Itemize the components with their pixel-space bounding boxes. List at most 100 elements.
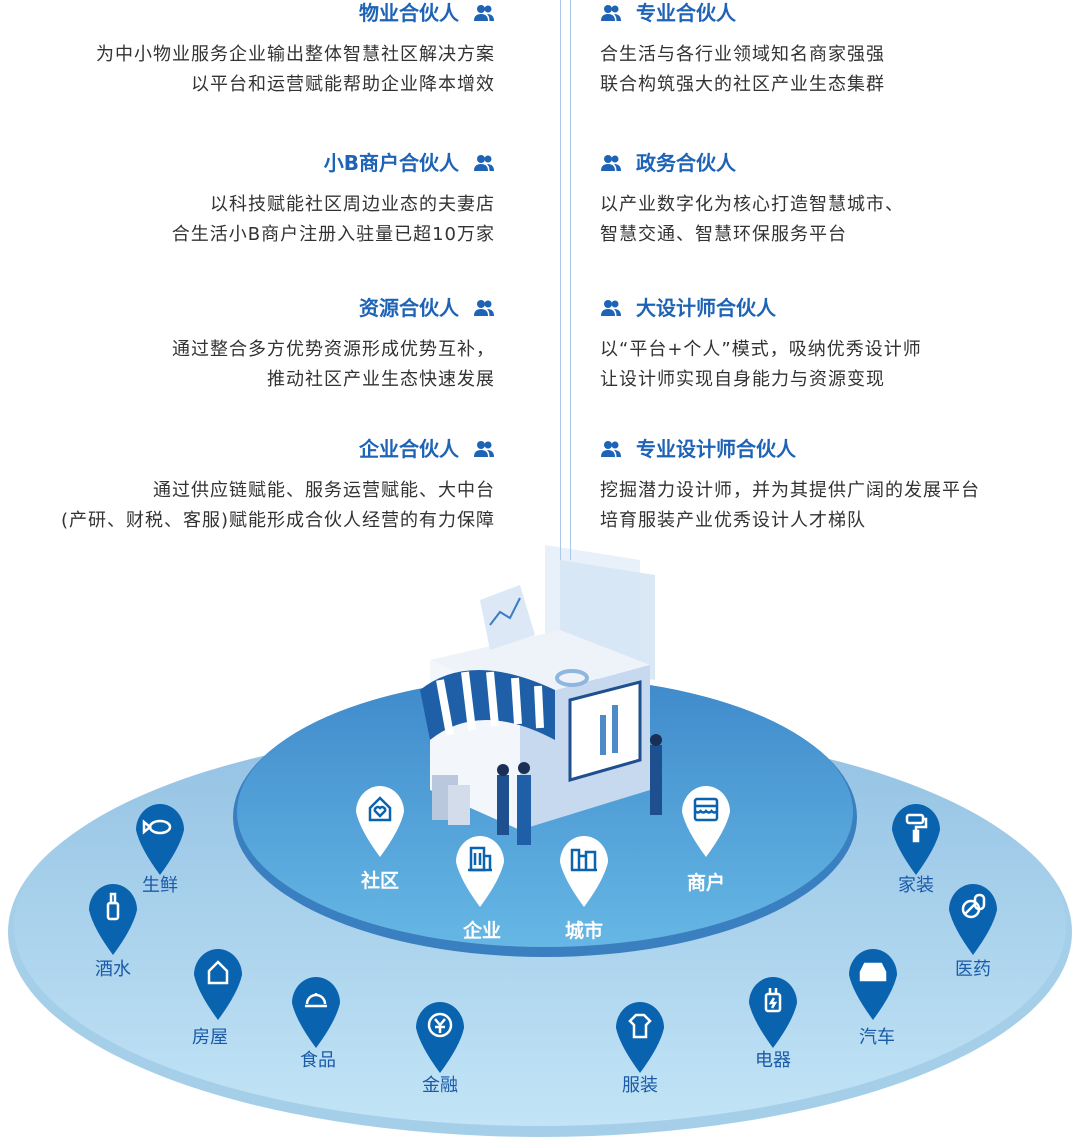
connector-line-right: [570, 0, 571, 560]
partners-icon: [474, 300, 494, 316]
partner-heading: 政务合伙人: [600, 150, 1080, 176]
city-icon-pin: [560, 836, 608, 907]
description-line: 为中小物业服务企业输出整体智慧社区解决方案: [96, 44, 495, 65]
partner-title: 专业设计师合伙人: [636, 437, 796, 461]
category-label: 生鲜: [142, 875, 178, 896]
description-line: 联合构筑强大的社区产业生态集群: [600, 74, 885, 95]
shirt-icon: [628, 1013, 652, 1039]
partner-heading: 企业合伙人: [0, 436, 495, 462]
category-label: 电器: [755, 1050, 791, 1071]
house-icon: [207, 960, 229, 985]
scene-label: 城市: [564, 920, 604, 942]
partners-icon: [601, 300, 621, 316]
partner-heading: 物业合伙人: [0, 0, 495, 26]
scene-label: 商户: [686, 872, 726, 894]
partner-heading: 专业合伙人: [600, 0, 1080, 26]
category-label: 服装: [622, 1075, 658, 1096]
pills-icon-pin: [949, 884, 997, 955]
partners-icon: [474, 441, 494, 457]
plug-icon-pin: [749, 977, 797, 1048]
description-line: 让设计师实现自身能力与资源变现: [600, 369, 885, 390]
description-line: 合生活小B商户注册入驻量已超10万家: [171, 224, 495, 245]
partner-block: 物业合伙人 为中小物业服务企业输出整体智慧社区解决方案以平台和运营赋能帮助企业降…: [0, 0, 495, 100]
building-icon-pin: [456, 836, 504, 907]
category-label: 家装: [898, 875, 934, 896]
food-cloche-icon-pin: [292, 977, 340, 1048]
partner-block: 专业合伙人 合生活与各行业领域知名商家强强联合构筑强大的社区产业生态集群: [600, 0, 1080, 100]
home-heart-icon: [368, 796, 392, 822]
building-icon: [468, 846, 492, 872]
partners-icon: [474, 5, 494, 21]
category-label: 汽车: [859, 1027, 895, 1048]
partner-description: 以产业数字化为核心打造智慧城市、智慧交通、智慧环保服务平台: [600, 190, 1080, 250]
partner-description: 合生活与各行业领域知名商家强强联合构筑强大的社区产业生态集群: [600, 40, 1080, 100]
description-line: (产研、财税、客服)赋能形成合伙人经营的有力保障: [60, 510, 495, 531]
description-line: 通过整合多方优势资源形成优势互补，: [172, 339, 495, 360]
partner-block: 企业合伙人 通过供应链赋能、服务运营赋能、大中台 (产研、财税、客服)赋能形成合伙…: [0, 436, 495, 536]
partner-title: 大设计师合伙人: [636, 296, 776, 320]
category-label: 房屋: [192, 1027, 228, 1048]
fish-icon: [142, 819, 172, 835]
partner-heading: 资源合伙人: [0, 295, 495, 321]
description-line: 以科技赋能社区周边业态的夫妻店: [210, 194, 495, 215]
bottle-icon-pin: [89, 884, 137, 955]
storefront-icon: [693, 797, 719, 822]
shirt-icon-pin: [616, 1002, 664, 1073]
partners-icon: [601, 5, 621, 21]
partner-heading: 大设计师合伙人: [600, 295, 1080, 321]
category-label: 医药: [955, 959, 991, 980]
description-line: 合生活与各行业领域知名商家强强: [600, 44, 885, 65]
partner-description: 为中小物业服务企业输出整体智慧社区解决方案以平台和运营赋能帮助企业降本增效: [0, 40, 495, 100]
description-line: 以“平台+个人”模式，吸纳优秀设计师: [600, 339, 922, 360]
scene-label: 社区: [360, 870, 400, 892]
description-line: 智慧交通、智慧环保服务平台: [600, 224, 847, 245]
city-icon: [570, 848, 597, 872]
partner-description: 挖掘潜力设计师，并为其提供广阔的发展平台培育服装产业优秀设计人才梯队: [600, 476, 1080, 536]
partner-block: 政务合伙人 以产业数字化为核心打造智慧城市、智慧交通、智慧环保服务平台: [600, 150, 1080, 250]
home-heart-icon-pin: [356, 786, 404, 857]
storefront-icon-pin: [682, 786, 730, 857]
partner-title: 政务合伙人: [636, 151, 736, 175]
partner-heading: 小B商户合伙人: [0, 150, 495, 176]
category-label: 金融: [422, 1075, 458, 1096]
description-line: 通过供应链赋能、服务运营赋能、大中台: [153, 480, 495, 501]
partner-block: 大设计师合伙人 以“平台+个人”模式，吸纳优秀设计师让设计师实现自身能力与资源变…: [600, 295, 1080, 395]
store-illustration: [420, 545, 662, 845]
food-cloche-icon: [305, 993, 327, 1008]
plug-icon: [764, 988, 782, 1013]
partner-heading: 专业设计师合伙人: [600, 436, 1080, 462]
partner-block: 小B商户合伙人 以科技赋能社区周边业态的夫妻店合生活小B商户注册入驻量已超10万…: [0, 150, 495, 250]
bottle-icon: [106, 892, 120, 921]
connector-line-left: [560, 0, 561, 560]
paint-roller-icon-pin: [892, 804, 940, 875]
scene-label: 企业: [462, 920, 502, 942]
fish-icon-pin: [136, 804, 184, 875]
partner-description: 以“平台+个人”模式，吸纳优秀设计师让设计师实现自身能力与资源变现: [600, 335, 1080, 395]
partner-block: 专业设计师合伙人 挖掘潜力设计师，并为其提供广阔的发展平台培育服装产业优秀设计人…: [600, 436, 1080, 536]
category-label: 食品: [300, 1050, 336, 1071]
car-icon-pin: [849, 949, 897, 1020]
category-label: 酒水: [95, 959, 131, 980]
partner-block: 资源合伙人 通过整合多方优势资源形成优势互补， 推动社区产业生态快速发展: [0, 295, 495, 395]
partners-icon: [474, 155, 494, 171]
description-line: 培育服装产业优秀设计人才梯队: [600, 510, 866, 531]
description-line: 挖掘潜力设计师，并为其提供广阔的发展平台: [600, 480, 980, 501]
partner-title: 专业合伙人: [636, 1, 736, 25]
partner-title: 资源合伙人: [359, 296, 459, 320]
house-icon-pin: [194, 949, 242, 1020]
partner-description: 通过整合多方优势资源形成优势互补， 推动社区产业生态快速发展: [0, 335, 495, 395]
partners-icon: [601, 441, 621, 457]
paint-roller-icon: [905, 813, 928, 843]
yuan-icon: [427, 1012, 453, 1038]
partner-title: 物业合伙人: [359, 1, 459, 25]
description-line: 以产业数字化为核心打造智慧城市、: [600, 194, 904, 215]
description-line: 推动社区产业生态快速发展: [267, 369, 495, 390]
partner-title: 企业合伙人: [359, 437, 459, 461]
partner-title: 小B商户合伙人: [323, 151, 459, 175]
description-line: 以平台和运营赋能帮助企业降本增效: [191, 74, 495, 95]
yuan-icon-pin: [416, 1002, 464, 1073]
car-icon: [859, 962, 887, 982]
pills-icon: [961, 893, 986, 919]
partner-description: 通过供应链赋能、服务运营赋能、大中台 (产研、财税、客服)赋能形成合伙人经营的有力…: [0, 476, 495, 536]
